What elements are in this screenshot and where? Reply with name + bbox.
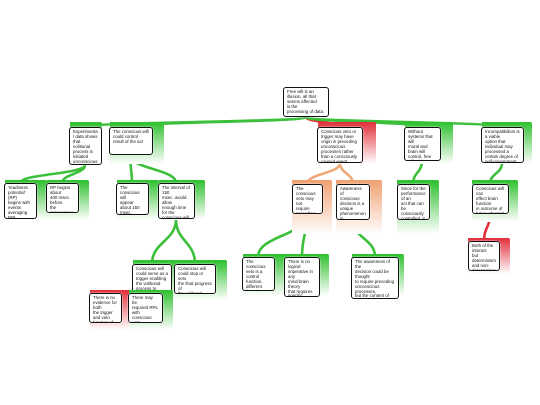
claim-n20[interactable]: There is no evidence for both the trigge… <box>89 293 122 323</box>
claim-n13-text: Conscious will can effect brain function… <box>476 186 505 214</box>
root-claim[interactable]: Free will is an illusion, all that seems… <box>283 87 329 117</box>
claim-n3-text: Conscious veto or trigger may have origi… <box>321 129 358 163</box>
connector-line <box>150 217 178 266</box>
claim-n6-text: 'readiness potential' (RP) begins with e… <box>8 185 30 219</box>
claim-n2-text: The conscious will could control result … <box>113 129 149 144</box>
claim-n5[interactable]: Incompatibilism is a viable option that … <box>481 127 524 163</box>
claim-n18-text: The awareness of the decision could be t… <box>355 259 395 299</box>
claim-n18[interactable]: The awareness of the decision could be t… <box>351 257 399 299</box>
claim-n17-text: There is no logical imperative in any mi… <box>288 259 313 297</box>
claim-n2[interactable]: The conscious will could control result … <box>109 127 153 155</box>
claim-n4[interactable]: Without systems that will moral and brai… <box>404 127 441 161</box>
claim-n15[interactable]: Conscious will could stop or veto the fi… <box>174 264 216 294</box>
claim-n3[interactable]: Conscious veto or trigger may have origi… <box>317 127 363 163</box>
claim-n12-text: Since for the performance of an act that… <box>401 186 426 220</box>
claim-n17[interactable]: There is no logical imperative in any mi… <box>284 257 320 297</box>
claim-n8-text: The conscious will appear about 150 msec… <box>120 185 140 215</box>
claim-n12[interactable]: Since for the performance of an act that… <box>397 184 430 220</box>
claim-n8[interactable]: The conscious will appear about 150 msec… <box>116 183 149 215</box>
claim-n19[interactable]: Both of the interact but determinism and… <box>468 241 500 271</box>
claim-n16[interactable]: The conscious veto is a control function… <box>242 257 275 291</box>
claim-n7-text: RP begins about 400 msec. before the app… <box>50 185 74 213</box>
claim-n21[interactable]: There may be required RPs with conscious… <box>128 293 163 323</box>
claim-n6[interactable]: 'readiness potential' (RP) begins with e… <box>4 183 37 219</box>
claim-n19-text: Both of the interact but determinism and… <box>472 243 496 271</box>
claim-n11-text: Awareness of conscious decision is a uni… <box>340 186 366 220</box>
connector-line <box>174 217 197 266</box>
claim-n4-text: Without systems that will moral and brai… <box>408 129 433 160</box>
claim-n1[interactable]: Experimental data shows that volitional … <box>69 127 102 165</box>
root-claim-text: Free will is an illusion, all that seems… <box>287 89 325 114</box>
claim-n16-text: The conscious veto is a control function… <box>246 259 266 290</box>
claim-n1-text: Experimental data shows that volitional … <box>73 129 98 164</box>
claim-n15-text: Conscious will could stop or veto the fi… <box>178 266 212 294</box>
claim-n9-text: The interval of 150 msec. would allow en… <box>162 185 190 219</box>
claim-n10[interactable]: The conscious veto may not require prece… <box>292 184 323 214</box>
claim-n5-text: Incompatibilism is a viable option that … <box>485 129 520 163</box>
claim-n11[interactable]: Awareness of conscious decision is a uni… <box>336 184 370 220</box>
claim-n21-text: There may be required RPs with conscious… <box>132 295 158 323</box>
claim-n10-text: The conscious veto may not require prece… <box>296 186 316 214</box>
claim-n7[interactable]: RP begins about 400 msec. before the app… <box>46 183 79 213</box>
claim-n13[interactable]: Conscious will can effect brain function… <box>472 184 509 214</box>
claim-n20-text: There is no evidence for both the trigge… <box>93 295 117 323</box>
claim-n9[interactable]: The interval of 150 msec. would allow en… <box>158 183 195 219</box>
